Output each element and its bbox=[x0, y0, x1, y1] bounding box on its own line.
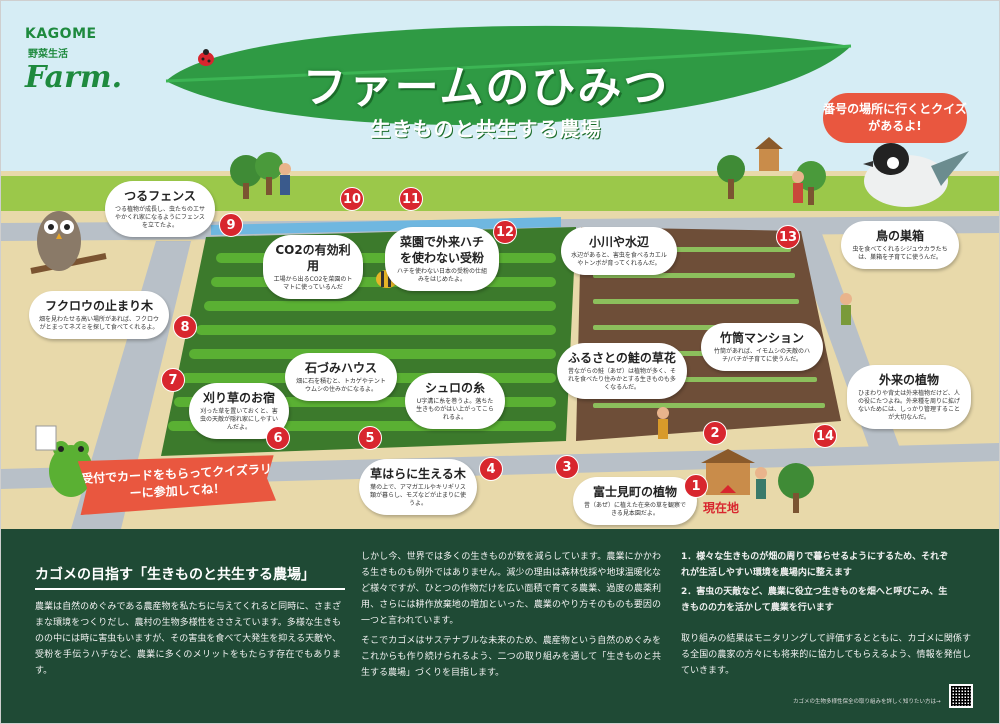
spot-bubble-2: 竹筒マンション 竹筒があれば、イモムシの天敵のハチ/バチが子育てに使うんだ。 bbox=[701, 323, 823, 371]
spot-bubble-14: 外来の植物 ひまわりや背丈は外来植物だけど、人の役にたつよね。外来種を周りに拡げ… bbox=[847, 365, 971, 429]
spot-title: 小川や水辺 bbox=[588, 235, 649, 249]
spot-title: つるフェンス bbox=[124, 189, 196, 203]
info-heading: カゴメの目指す「生きものと共生する農場」 bbox=[35, 564, 345, 590]
spot-title: 刈り草のお宿 bbox=[202, 391, 275, 405]
spot-number-12[interactable]: 12 bbox=[493, 220, 517, 244]
current-location-label: 現在地 bbox=[703, 501, 740, 515]
spot-number-14[interactable]: 14 bbox=[813, 424, 837, 448]
spot-bubble-13: 鳥の巣箱 虫を食べてくれるシジュウカラたちは、巣箱を子育てに使うんだ。 bbox=[841, 221, 959, 269]
commitment-item: 1．様々な生きものが畑の周りで暮らせるようにするため、それぞれが生活しやすい環境… bbox=[681, 552, 949, 578]
spot-number-7[interactable]: 7 bbox=[161, 368, 185, 392]
info-paragraph-2: しかし今、世界では多くの生きものが数を減らしています。農業にかかわる生きものも例… bbox=[361, 552, 661, 626]
spot-desc: 畑に石を積むと、トカゲやテントウムシの住みかになるよ。 bbox=[296, 378, 386, 393]
spot-title: 菜園で外来ハチを使わない受粉 bbox=[399, 235, 484, 265]
spot-number-10[interactable]: 10 bbox=[340, 187, 364, 211]
frog-icon bbox=[35, 425, 93, 497]
spot-bubble-10: CO2の有効利用 工場から出るCO2を菜園のトマトに使っているんだ bbox=[263, 235, 363, 299]
spot-title: シュロの糸 bbox=[424, 381, 485, 395]
quiz-note-bubble: 番号の場所に行くとクイズがあるよ! bbox=[823, 93, 967, 143]
spot-title: CO2の有効利用 bbox=[275, 243, 351, 273]
spot-desc: ひまわりや背丈は外来植物だけど、人の役にたつよね。外来種を周りに拡げないためには… bbox=[857, 390, 960, 421]
trees bbox=[230, 152, 826, 513]
spot-bubble-9: つるフェンス つる植物が成長し、虫たちのエサやかくれ家になるようにフェンスを立て… bbox=[105, 181, 215, 237]
page-title: ファームのひみつ bbox=[302, 62, 670, 113]
ladybug-icon bbox=[198, 49, 214, 66]
spot-desc: 昔ながらの鮭（あぜ）は植物が多く、それを食べたり住みかとする生きものも多くなるん… bbox=[567, 368, 676, 391]
commitment-list: 1．様々な生きものが畑の周りで暮らせるようにするため、それぞれが生活しやすい環境… bbox=[681, 549, 951, 619]
spot-number-4[interactable]: 4 bbox=[479, 457, 503, 481]
spot-number-11[interactable]: 11 bbox=[399, 187, 423, 211]
bird-icon bbox=[863, 143, 969, 207]
spot-number-9[interactable]: 9 bbox=[219, 213, 243, 237]
logo-farm: Farm. bbox=[25, 60, 123, 95]
spot-number-2[interactable]: 2 bbox=[703, 421, 727, 445]
spot-bubble-8: フクロウの止まり木 畑を見わたせる高い場所があれば、フクロウがとまってネズミを探… bbox=[29, 291, 169, 339]
spot-title: 外来の植物 bbox=[878, 373, 939, 387]
spot-number-13[interactable]: 13 bbox=[776, 225, 800, 249]
info-panel bbox=[1, 529, 999, 723]
commitment-item: 2．害虫の天敵など、農業に役立つ生きものを畑へと呼びこみ、生きものの力を活かして… bbox=[681, 587, 948, 613]
spot-desc: 工場から出るCO2を菜園のトマトに使っているんだ bbox=[273, 276, 353, 291]
info-paragraph-3: そこでカゴメはサステナブルな未来のため、農産物という自然のめぐみをこれからも作り… bbox=[361, 636, 661, 678]
spot-bubble-5: シュロの糸 U字溝に糸を巻うよ。落ちた生きものがはい上がってこられるよ。 bbox=[405, 373, 505, 429]
spot-title: 鳥の巣箱 bbox=[875, 229, 924, 243]
info-paragraph-1: 農業は自然のめぐみである農産物を私たちに与えてくれると同時に、さまざまな環境をつ… bbox=[35, 602, 341, 676]
spot-title: 竹筒マンション bbox=[719, 331, 804, 345]
spot-title: 草はらに生える木 bbox=[370, 467, 466, 481]
spot-desc: 竹筒があれば、イモムシの天敵のハチ/バチが子育てに使うんだ。 bbox=[713, 348, 810, 363]
spot-desc: つる植物が成長し、虫たちのエサやかくれ家になるようにフェンスを立てたよ。 bbox=[115, 206, 206, 229]
spot-desc: 刈った草を置いておくと、害虫の天敵が隠れ家にしやすいんだよ。 bbox=[200, 408, 278, 431]
spot-number-3[interactable]: 3 bbox=[555, 455, 579, 479]
logo-brand: KAGOME bbox=[25, 26, 97, 42]
leaf-shape bbox=[166, 25, 851, 125]
spot-desc: 昔（あぜ）に植えた在来の草を観察できる見本園だよ。 bbox=[583, 502, 686, 517]
spot-desc: ハチを使わない日本の受粉の仕組みをはじめたよ。 bbox=[396, 268, 487, 283]
spot-title: 石づみハウス bbox=[304, 361, 377, 375]
page-subtitle: 生きものと共生する農場 bbox=[370, 117, 602, 141]
info-paragraph-4: 取り組みの結果はモニタリングして評価するとともに、カゴメに関係する全国の農家の方… bbox=[681, 634, 971, 676]
spot-desc: 虫を食べてくれるシジュウカラたちは、巣箱を子育てに使うんだ。 bbox=[852, 246, 948, 261]
spot-bubble-1: 富士見町の植物 昔（あぜ）に植えた在来の草を観察できる見本園だよ。 bbox=[573, 477, 697, 525]
spot-title: ふるさとの鮭の草花 bbox=[568, 351, 676, 365]
spot-desc: 畑を見わたせる高い場所があれば、フクロウがとまってネズミを探して食べてくれるよ。 bbox=[39, 316, 160, 331]
spot-desc: 葉の上で、アマガエルやキリギリス類が暮らし、モズなどが止まりに使うよ。 bbox=[369, 484, 466, 507]
qr-note: カゴメの生物多様性保全の取り組みを詳しく知りたい方は→ bbox=[793, 699, 941, 705]
kagome-farm-logo: KAGOME 野菜生活 Farm. bbox=[25, 23, 125, 93]
spot-title: 富士見町の植物 bbox=[592, 485, 677, 499]
qr-code-icon[interactable] bbox=[949, 684, 973, 708]
spot-bubble-4: 草はらに生える木 葉の上で、アマガエルやキリギリス類が暮らし、モズなどが止まりに… bbox=[359, 459, 477, 515]
spot-bubble-11: 菜園で外来ハチを使わない受粉 ハチを使わない日本の受粉の仕組みをはじめたよ。 bbox=[385, 227, 499, 291]
spot-number-1[interactable]: 1 bbox=[684, 474, 708, 498]
spot-bubble-6: 石づみハウス 畑に石を積むと、トカゲやテントウムシの住みかになるよ。 bbox=[285, 353, 397, 401]
logo-sub: 野菜生活 bbox=[28, 49, 68, 60]
spot-number-6[interactable]: 6 bbox=[266, 426, 290, 450]
spot-desc: U字溝に糸を巻うよ。落ちた生きものがはい上がってこられるよ。 bbox=[416, 398, 494, 421]
spot-bubble-12: 小川や水辺 水辺があると、害虫を食べるカエルやトンボが育ってくれるんだ。 bbox=[561, 227, 677, 275]
spot-number-8[interactable]: 8 bbox=[173, 315, 197, 339]
spot-number-5[interactable]: 5 bbox=[358, 426, 382, 450]
owl-icon bbox=[30, 211, 107, 274]
spot-desc: 水辺があると、害虫を食べるカエルやトンボが育ってくれるんだ。 bbox=[571, 252, 667, 267]
spot-bubble-3: ふるさとの鮭の草花 昔ながらの鮭（あぜ）は植物が多く、それを食べたり住みかとする… bbox=[557, 343, 687, 399]
spot-title: フクロウの止まり木 bbox=[44, 299, 153, 313]
